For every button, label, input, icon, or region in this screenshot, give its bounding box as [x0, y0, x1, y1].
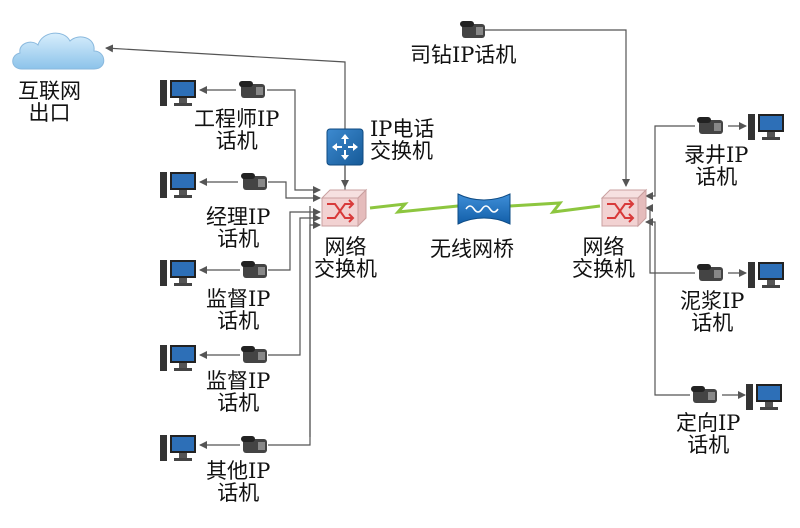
phone-icon: [697, 117, 723, 134]
wireless-link-right: [509, 201, 601, 214]
supervisor1-phone-label: 监督IP 话机: [206, 287, 271, 333]
mud-phone-label: 泥浆IP 话机: [680, 289, 745, 335]
right-switch-label: 网络 交换机: [572, 235, 635, 281]
phone-icon: [697, 264, 723, 281]
internet-label: 互联网 出口: [18, 79, 81, 125]
right-switch-icon: [600, 188, 648, 228]
computer-icon: [160, 345, 196, 371]
engineer-phone-label: 工程师IP 话机: [194, 107, 280, 153]
computer-icon: [748, 114, 784, 140]
link-logging-phone: [645, 125, 695, 200]
link-supervisor1-phone: [268, 208, 321, 271]
wireless-bridge-label: 无线网桥: [430, 237, 514, 261]
link-engineer-phone: [267, 89, 321, 194]
link-mud-phone: [645, 204, 695, 274]
phone-icon: [241, 436, 267, 453]
phone-icon: [239, 81, 265, 98]
manager-phone-label: 经理IP 话机: [206, 205, 271, 251]
link-manager-phone: [268, 181, 321, 202]
supervisor2-phone-label: 监督IP 话机: [206, 369, 271, 415]
phone-icon: [241, 346, 267, 363]
phone-icon: [460, 21, 485, 38]
computer-icon: [748, 262, 784, 288]
driller-phone-label: 司钻IP话机: [410, 43, 517, 67]
pbx-icon: [326, 128, 364, 166]
link-driller-switch: [485, 29, 630, 187]
computer-icon: [160, 80, 196, 106]
logging-phone-label: 录井IP 话机: [684, 143, 749, 189]
computer-icon: [160, 435, 196, 461]
wireless-link-left: [369, 202, 459, 214]
phone-icon: [241, 173, 267, 190]
other-phone-label: 其他IP 话机: [206, 459, 271, 505]
phone-icon: [241, 261, 267, 278]
computer-icon: [746, 384, 782, 410]
cloud-icon: [12, 32, 105, 70]
computer-icon: [160, 172, 196, 198]
link-other-phone: [268, 221, 321, 446]
link-directional-phone: [645, 218, 690, 396]
pbx-label: IP电话 交换机: [370, 117, 435, 163]
left-switch-icon: [320, 188, 368, 228]
directional-phone-label: 定向IP 话机: [676, 411, 741, 457]
link-supervisor2-phone: [268, 214, 321, 356]
wireless-bridge-icon: [457, 193, 511, 225]
left-switch-label: 网络 交换机: [314, 235, 377, 281]
phone-icon: [691, 386, 717, 403]
computer-icon: [160, 260, 196, 286]
